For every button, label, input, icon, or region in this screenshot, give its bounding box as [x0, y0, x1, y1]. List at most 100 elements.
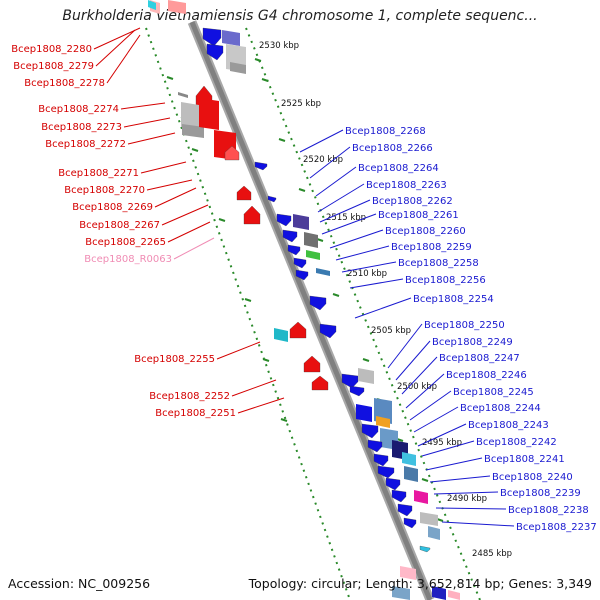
- gene-red: [289, 321, 307, 339]
- right-leader-line: [401, 356, 438, 395]
- tick-mark: [362, 358, 370, 362]
- right-gene-label: Bcep1808_2264: [358, 163, 439, 174]
- right-gene-label: Bcep1808_2241: [484, 454, 565, 465]
- left-gene-label: Bcep1808_2278: [24, 78, 105, 89]
- gene-blue: [391, 489, 407, 503]
- tick-mark: [278, 138, 286, 142]
- backbone-line: [189, 21, 433, 600]
- gene-orange: [376, 416, 390, 428]
- gene-blue: [377, 465, 395, 479]
- accession-text: Accession: NC_009256: [8, 576, 151, 591]
- scale-label: 2530 kbp: [259, 41, 299, 51]
- scale-label: 2510 kbp: [347, 269, 387, 279]
- right-gene-label: Bcep1808_2259: [391, 242, 472, 253]
- scale-label: 2525 kbp: [281, 99, 321, 109]
- right-leader-line: [417, 423, 467, 447]
- right-leader-line: [315, 166, 357, 197]
- tick-mark: [421, 478, 429, 482]
- gene-red: [303, 355, 321, 373]
- tick-mark: [261, 78, 269, 82]
- left-gene-label: Bcep1808_2271: [58, 168, 139, 179]
- left-leader-line: [140, 161, 187, 174]
- gene-blue: [267, 195, 277, 203]
- right-gene-label: Bcep1808_2254: [413, 294, 494, 305]
- right-gene-label: Bcep1808_2246: [446, 370, 527, 381]
- right-gene-label: Bcep1808_2249: [432, 337, 513, 348]
- left-leader-line: [106, 34, 141, 84]
- right-leader-line: [421, 440, 475, 457]
- right-gene-label: Bcep1808_2261: [378, 210, 459, 221]
- gene-blue: [276, 213, 292, 227]
- gene-blue: [287, 244, 301, 256]
- left-leader-line: [120, 102, 166, 110]
- right-leader-line: [429, 475, 491, 483]
- gene-red: [224, 145, 240, 161]
- scale-label: 2515 kbp: [326, 213, 366, 223]
- tick-mark: [254, 58, 262, 62]
- gene-blue: [341, 373, 359, 389]
- right-leader-line: [405, 373, 445, 409]
- right-leader-line: [335, 245, 390, 261]
- gene-violet: [293, 214, 309, 230]
- left-leader-line: [216, 341, 261, 360]
- right-leader-line: [321, 213, 377, 235]
- right-gene-label: Bcep1808_2239: [500, 488, 581, 499]
- gene-gray: [358, 368, 374, 384]
- scale-label: 2490 kbp: [447, 494, 487, 504]
- left-leader-line: [167, 221, 211, 243]
- right-gene-label: Bcep1808_2240: [492, 472, 573, 483]
- right-leader-line: [329, 229, 384, 249]
- gene-blue: [293, 257, 307, 269]
- scale-label: 2495 kbp: [422, 438, 462, 448]
- right-leader-line: [309, 146, 351, 179]
- right-leader-line: [435, 507, 507, 510]
- gene-steel: [392, 586, 410, 600]
- right-leader-line: [354, 297, 412, 319]
- gene-steel: [428, 526, 440, 540]
- tick-mark: [244, 298, 252, 302]
- gene-red: [236, 185, 252, 201]
- right-gene-label: Bcep1808_2266: [352, 143, 433, 154]
- tick-mark: [332, 293, 340, 297]
- scale-label: 2520 kbp: [303, 155, 343, 165]
- gene-blue: [356, 404, 372, 422]
- tick-mark: [166, 76, 174, 80]
- gene-red: [311, 375, 329, 391]
- gene-features: [148, 0, 460, 600]
- gene-gray: [230, 62, 246, 74]
- gene-blue: [349, 385, 365, 397]
- gene-blue: [385, 477, 401, 491]
- left-gene-label: Bcep1808_2269: [72, 202, 153, 213]
- gene-steel: [404, 466, 418, 482]
- gene-pink: [400, 566, 416, 580]
- left-gene-label: Bcep1808_2255: [134, 354, 215, 365]
- left-gene-label: Bcep1808_2273: [41, 122, 122, 133]
- gene-gray: [420, 512, 438, 526]
- gene-blue: [361, 423, 379, 439]
- right-leader-line: [299, 129, 344, 153]
- tick-mark: [191, 148, 199, 152]
- left-leader-line: [154, 187, 197, 208]
- right-gene-label: Bcep1808_2238: [508, 505, 589, 516]
- gene-red: [199, 98, 219, 130]
- left-leader-line: [123, 117, 171, 128]
- gene-pink: [448, 590, 460, 600]
- right-leader-line: [317, 183, 365, 213]
- scale-label: 2500 kbp: [397, 382, 437, 392]
- right-gene-label: Bcep1808_2243: [468, 420, 549, 431]
- gene-blue: [432, 586, 446, 600]
- gene-red: [243, 205, 261, 225]
- tick-mark: [218, 218, 226, 222]
- right-leader-line: [413, 406, 459, 433]
- gene-violet: [222, 30, 240, 46]
- left-gene-label: Bcep1808_2267: [79, 220, 160, 231]
- gene-magenta: [414, 490, 428, 504]
- right-gene-label: Bcep1808_2268: [345, 126, 426, 137]
- right-gene-label: Bcep1808_2260: [385, 226, 466, 237]
- left-leader-line: [146, 179, 193, 191]
- scale-labels: 2530 kbp 2525 kbp 2520 kbp 2515 kbp 2510 kbp…: [259, 41, 512, 559]
- right-gene-label: Bcep1808_2245: [453, 387, 534, 398]
- right-gene-label: Bcep1808_2242: [476, 437, 557, 448]
- right-leader-line: [341, 261, 397, 273]
